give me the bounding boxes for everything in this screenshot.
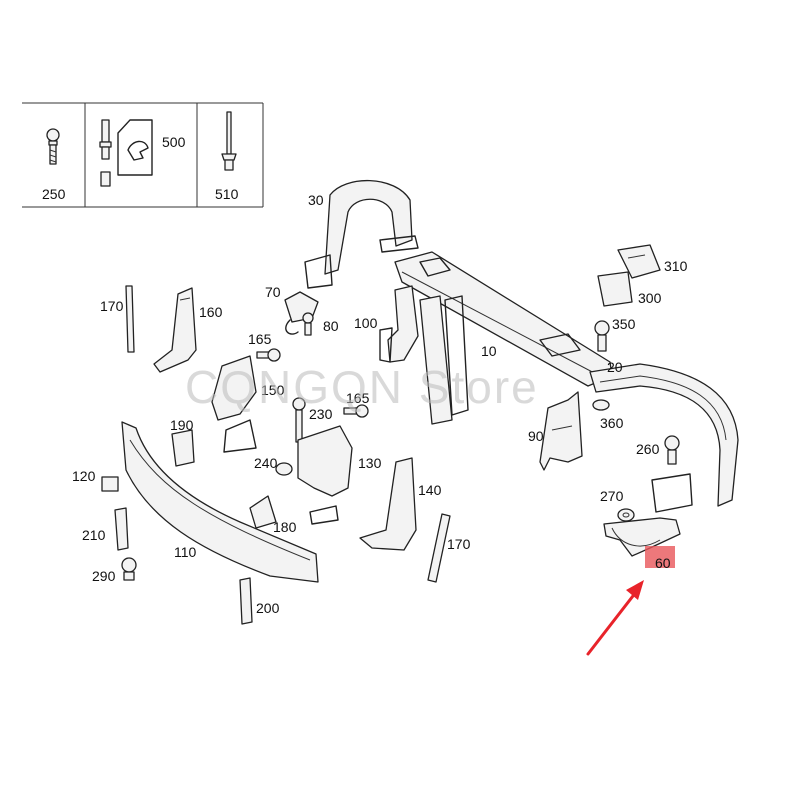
label-60: 60 xyxy=(655,555,671,571)
label-360: 360 xyxy=(600,415,624,431)
watermark-text: CQNGQN Store xyxy=(185,361,539,413)
label-120: 120 xyxy=(72,468,96,484)
bumper-beam-110 xyxy=(121,421,319,583)
label-90: 90 xyxy=(528,428,544,444)
label-165-mid: 165 xyxy=(346,390,370,406)
rivet-510-icon xyxy=(221,111,237,171)
bolt-165a-icon xyxy=(256,348,281,362)
label-230: 230 xyxy=(309,406,333,422)
washer-240-icon xyxy=(275,462,293,476)
nut-360-icon xyxy=(592,399,610,411)
bolt-250-icon xyxy=(46,128,60,165)
bracket-310 xyxy=(617,244,661,279)
label-160: 160 xyxy=(199,304,223,320)
label-290: 290 xyxy=(92,568,116,584)
label-140: 140 xyxy=(418,482,442,498)
bracket-160 xyxy=(153,287,197,373)
legend-box: 250 500 510 xyxy=(22,102,264,208)
label-190: 190 xyxy=(170,417,194,433)
bracket-60 xyxy=(603,517,681,568)
label-310: 310 xyxy=(664,258,688,274)
bracket-200 xyxy=(239,577,253,625)
side-member-20 xyxy=(589,363,739,513)
bolt-290-icon xyxy=(121,557,137,581)
label-20: 20 xyxy=(607,359,623,375)
bracket-30 xyxy=(304,179,419,289)
label-170-left: 170 xyxy=(100,298,124,314)
label-110: 110 xyxy=(174,544,197,560)
bracket-70 xyxy=(284,291,319,335)
label-30: 30 xyxy=(308,192,324,208)
legend-label-500: 500 xyxy=(162,134,186,150)
label-10: 10 xyxy=(481,343,497,359)
legend-label-510: 510 xyxy=(215,186,239,202)
label-80: 80 xyxy=(323,318,339,334)
label-300: 300 xyxy=(638,290,662,306)
bolt-350-icon xyxy=(594,320,610,352)
label-170-right: 170 xyxy=(447,536,471,552)
label-270: 270 xyxy=(600,488,624,504)
label-130: 130 xyxy=(358,455,382,471)
bracket-300 xyxy=(597,271,633,307)
bolt-80-icon xyxy=(302,312,314,336)
strip-170-right xyxy=(427,513,451,583)
block-120-icon xyxy=(101,476,119,492)
label-260: 260 xyxy=(636,441,660,457)
bolt-165b-icon xyxy=(343,404,369,418)
part-labels: 30 310 300 70 170 160 80 100 350 10 165 … xyxy=(72,192,688,616)
bracket-190 xyxy=(171,429,195,467)
bracket-140 xyxy=(359,457,417,551)
stud-500-icon xyxy=(99,119,153,187)
bracket-210 xyxy=(114,507,129,551)
label-150: 150 xyxy=(261,382,285,398)
label-200: 200 xyxy=(256,600,280,616)
bracket-100 xyxy=(379,285,419,363)
label-240: 240 xyxy=(254,455,278,471)
bracket-130 xyxy=(297,425,353,525)
legend-label-250: 250 xyxy=(42,186,66,202)
bracket-180 xyxy=(249,495,277,529)
label-350: 350 xyxy=(612,316,636,332)
label-100: 100 xyxy=(354,315,378,331)
label-210: 210 xyxy=(82,527,106,543)
bracket-90 xyxy=(539,391,583,471)
washer-270-icon xyxy=(617,508,635,522)
label-70: 70 xyxy=(265,284,281,300)
red-arrow-icon xyxy=(586,580,644,656)
label-180: 180 xyxy=(273,519,297,535)
highlight-box xyxy=(645,546,675,568)
label-165-top: 165 xyxy=(248,331,272,347)
bracket-150 xyxy=(211,355,257,453)
strip-170-left xyxy=(125,285,135,353)
bolt-260-icon xyxy=(664,435,680,465)
